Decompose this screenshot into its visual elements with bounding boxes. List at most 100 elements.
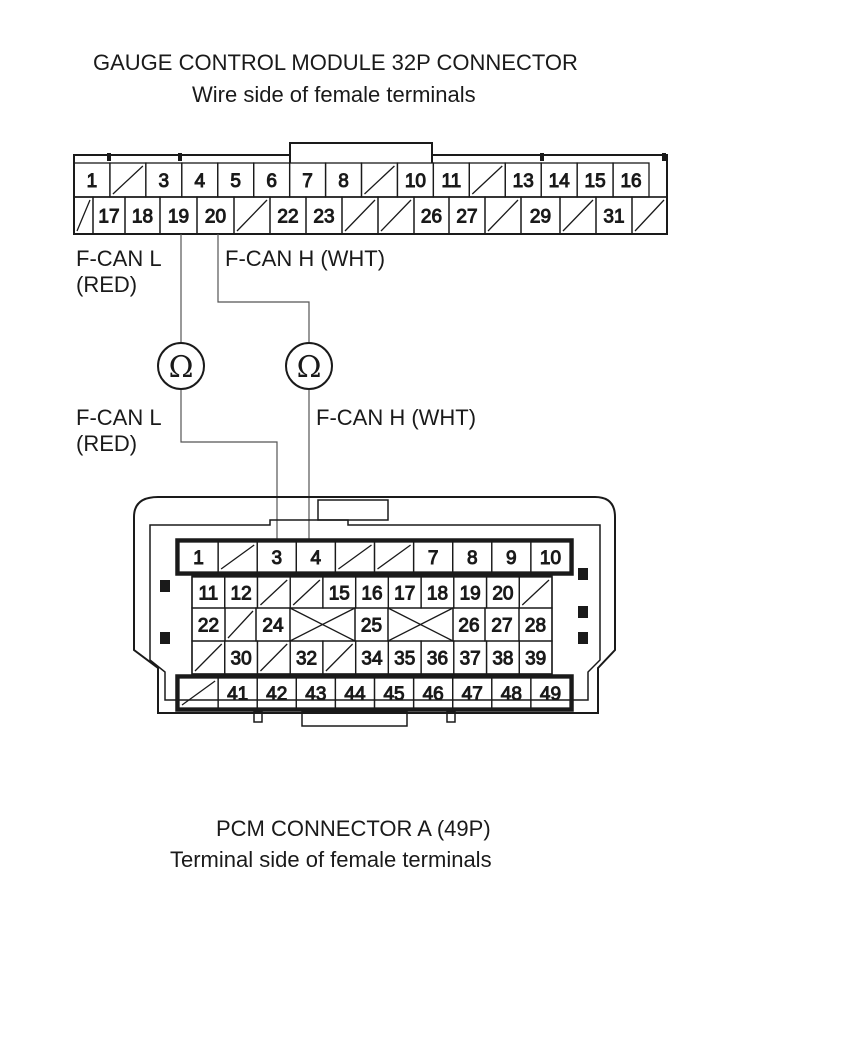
pin-number: 28: [525, 616, 546, 637]
pin-number: 25: [361, 616, 382, 637]
pin-cell: 4: [181, 162, 219, 198]
pin-number: 11: [198, 584, 218, 605]
empty-pin-cell: [631, 196, 668, 235]
pin-number: 22: [277, 207, 298, 228]
pin-cell: 36: [420, 640, 455, 675]
pin-number: 47: [462, 684, 483, 705]
pin-cell: 5: [217, 162, 255, 198]
pin-number: 6: [266, 171, 277, 192]
gcm-subtitle: Wire side of female terminals: [192, 82, 476, 107]
pin-cell: 13: [504, 162, 542, 198]
pin-cell: 48: [491, 677, 532, 709]
ohmmeter-icon: Ω: [157, 342, 205, 390]
pin-cell: 17: [387, 576, 422, 609]
pin-number: 15: [585, 171, 606, 192]
pin-cell: 15: [576, 162, 614, 198]
pin-cell: 47: [452, 677, 493, 709]
empty-pin-cell: [233, 196, 271, 235]
pin-number: 49: [540, 684, 561, 705]
pin-number: 18: [132, 207, 153, 228]
pin-cell: 26: [452, 607, 486, 642]
pin-number: 29: [530, 207, 551, 228]
pin-cell: 20: [196, 196, 235, 235]
pin-number: 11: [441, 171, 461, 192]
empty-pin-cell: [518, 576, 553, 609]
pin-cell: 8: [324, 162, 363, 198]
pin-number: 7: [302, 171, 313, 192]
pin-number: 13: [513, 171, 534, 192]
pin-number: 45: [383, 684, 404, 705]
pin-cell: 11: [191, 576, 226, 609]
empty-pin-cell: [484, 196, 522, 235]
empty-pin-cell: [73, 196, 94, 235]
fcan-l-label-top: F-CAN L: [76, 246, 162, 271]
pin-number: 19: [168, 207, 189, 228]
pin-number: 27: [456, 207, 477, 228]
pin-number: 16: [620, 171, 641, 192]
pin-number: 34: [361, 649, 383, 670]
pin-number: 48: [501, 684, 522, 705]
empty-pin-cell: [373, 541, 415, 573]
pin-cell: [387, 607, 454, 642]
pin-cell: 28: [518, 607, 553, 642]
pin-cell: 34: [354, 640, 390, 675]
pin-number: 27: [491, 616, 512, 637]
pcm-title: PCM CONNECTOR A (49P): [216, 816, 491, 841]
pin-cell: 10: [530, 541, 571, 573]
pin-cell: 15: [322, 576, 357, 609]
pin-cell: 7: [412, 541, 454, 573]
empty-pin-cell: [468, 162, 506, 198]
pin-number: 26: [421, 207, 442, 228]
pin-number: 10: [540, 548, 561, 569]
pin-number: 8: [467, 548, 478, 569]
pin-number: 4: [194, 171, 205, 192]
pin-number: 17: [394, 584, 415, 605]
pin-number: 3: [271, 548, 282, 569]
pin-cell: 4: [295, 541, 337, 573]
pin-cell: 10: [396, 162, 435, 198]
pin-cell: 16: [612, 162, 650, 198]
svg-text:Ω: Ω: [169, 350, 194, 385]
pin-cell: 6: [253, 162, 291, 198]
pin-number: 9: [506, 548, 517, 569]
pin-cell: 22: [269, 196, 307, 235]
pin-number: 46: [423, 684, 444, 705]
pin-cell: 46: [412, 677, 454, 709]
empty-pin-cell: [289, 576, 324, 609]
pin-number: 18: [427, 584, 448, 605]
pin-cell: 17: [92, 196, 126, 235]
empty-pin-cell: [559, 196, 597, 235]
pin-cell: 20: [485, 576, 520, 609]
pin-number: 43: [305, 684, 326, 705]
fcan-h-label-top: F-CAN H (WHT): [225, 246, 385, 271]
pin-cell: 27: [484, 607, 520, 642]
pin-cell: 25: [354, 607, 389, 642]
pin-cell: 30: [224, 640, 259, 675]
pin-number: 38: [492, 649, 513, 670]
pin-number: 26: [458, 616, 479, 637]
empty-pin-cell: [178, 677, 219, 709]
empty-pin-cell: [191, 640, 226, 675]
pin-cell: 19: [159, 196, 198, 235]
gcm-title: GAUGE CONTROL MODULE 32P CONNECTOR: [93, 50, 578, 75]
pin-cell: 26: [413, 196, 450, 235]
pin-number: 20: [492, 584, 513, 605]
pin-number: 16: [361, 584, 382, 605]
pin-cell: 18: [420, 576, 455, 609]
empty-pin-cell: [256, 576, 291, 609]
pin-number: 30: [231, 649, 252, 670]
fcan-l-label-bottom: F-CAN L: [76, 405, 162, 430]
pin-cell: 18: [124, 196, 161, 235]
fcan-l-color-top: (RED): [76, 272, 137, 297]
pin-number: 4: [311, 548, 322, 569]
pin-number: 10: [405, 171, 426, 192]
pin-cell: 27: [448, 196, 486, 235]
pin-number: 14: [549, 171, 571, 192]
pin-number: 20: [205, 207, 226, 228]
pin-number: 36: [427, 649, 448, 670]
fcan-h-label-bottom: F-CAN H (WHT): [316, 405, 476, 430]
pin-cell: 8: [452, 541, 493, 573]
